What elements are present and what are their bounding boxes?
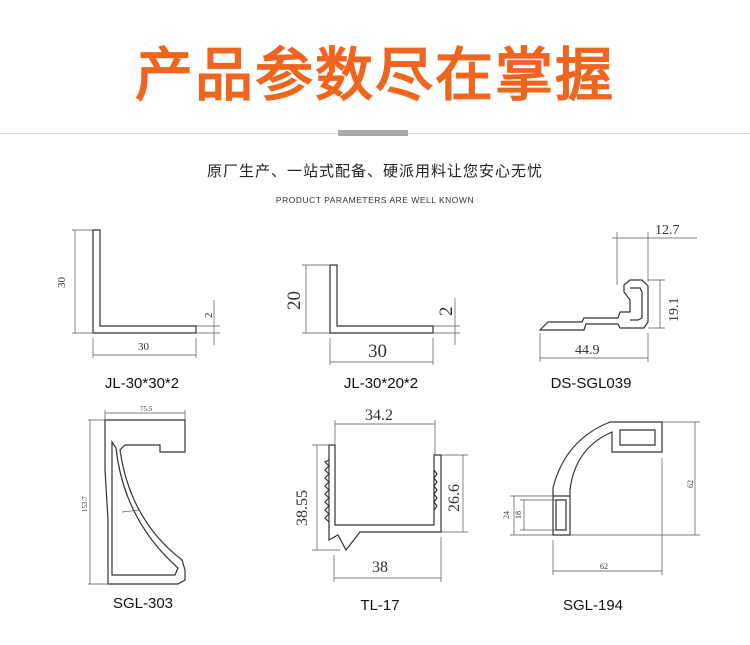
product-caption: SGL-194 [562, 597, 624, 614]
dim-height: 153.7 [81, 496, 89, 512]
divider-accent [338, 130, 408, 136]
product-caption: JL-30*20*2 [343, 375, 419, 392]
dim-thickness: 2 [203, 313, 215, 319]
dim-top: 34.2 [365, 407, 393, 424]
page-title: 产品参数尽在掌握 [134, 41, 615, 109]
dim-width: 38 [372, 559, 388, 576]
dim-height: 19.1 [667, 298, 682, 323]
dim-inner-height: 26.6 [446, 484, 463, 512]
product-caption: SGL-303 [112, 595, 174, 612]
dim-width: 75.5 [140, 405, 153, 413]
subtitle-english: PRODUCT PARAMETERS ARE WELL KNOWN [275, 195, 475, 205]
dim-height: 30 [56, 277, 68, 289]
dim-width: 44.9 [575, 343, 600, 358]
dim-height: 38.55 [294, 490, 311, 526]
dim-top: 12.7 [655, 223, 680, 238]
product-caption: TL-17 [360, 597, 400, 614]
product-caption: JL-30*30*2 [104, 375, 180, 392]
dim-inner-slot: 18 [514, 511, 523, 519]
dim-height: 20 [284, 291, 305, 310]
dim-width: 62 [600, 562, 608, 571]
dim-thickness: 2 [436, 307, 457, 317]
dim-outer-slot: 24 [502, 511, 511, 519]
dim-height: 62 [686, 480, 695, 488]
subtitle: 原厂生产、一站式配备、硬派用料让您安心无忧 [206, 162, 543, 180]
dim-width: 30 [368, 341, 387, 362]
product-caption: DS-SGL039 [550, 375, 632, 392]
dim-width: 30 [138, 341, 150, 353]
